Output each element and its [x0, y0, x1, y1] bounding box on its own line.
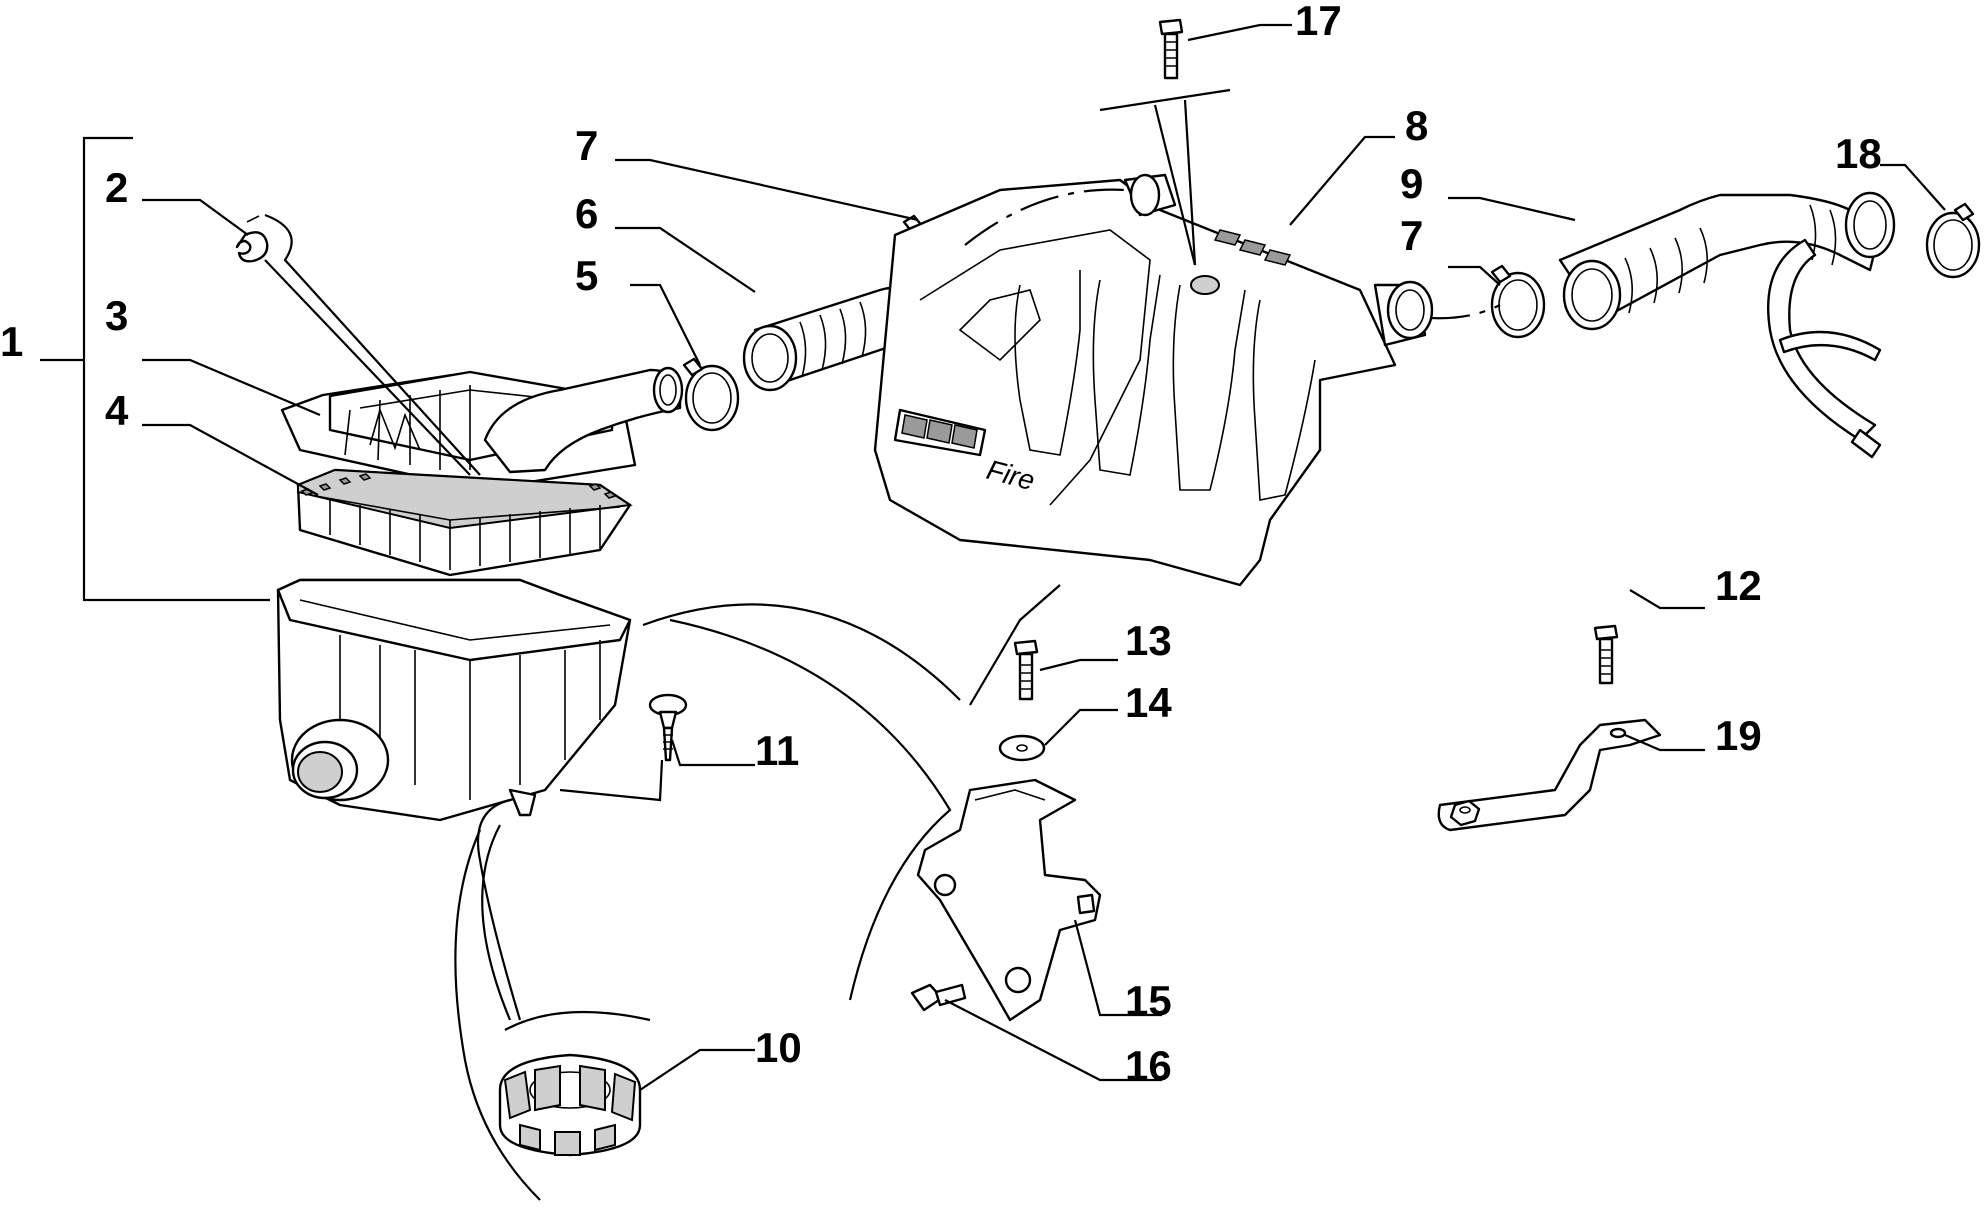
- bolt-12: [1593, 624, 1619, 685]
- callout-18: 18: [1835, 130, 1882, 177]
- engine-cover-part: Fire: [873, 173, 1434, 587]
- screw-11: [648, 693, 688, 762]
- intake-hose-9: [1558, 191, 1896, 459]
- bolt-13: [1013, 639, 1039, 701]
- filter-element-part: [296, 468, 633, 577]
- callout-7b: 7: [1400, 212, 1423, 259]
- rubber-mount-10: [498, 1053, 642, 1157]
- leader-lines: [142, 23, 1946, 1091]
- washer-14: [998, 734, 1046, 762]
- bolt-17: [1158, 18, 1184, 80]
- callout-2: 2: [105, 164, 128, 211]
- callout-12: 12: [1715, 562, 1762, 609]
- bracket-19: [1437, 718, 1662, 832]
- callout-6: 6: [575, 190, 598, 237]
- callout-16: 16: [1125, 1042, 1172, 1089]
- callout-17: 17: [1295, 0, 1342, 44]
- callout-10: 10: [755, 1024, 802, 1071]
- callout-1: 1: [0, 318, 23, 365]
- bolt-16: [910, 983, 967, 1012]
- callout-14: 14: [1125, 679, 1172, 726]
- callout-13: 13: [1125, 617, 1172, 664]
- callout-11: 11: [755, 727, 799, 774]
- bracket-15: [916, 778, 1102, 1022]
- callout-15: 15: [1125, 977, 1172, 1024]
- callout-7a: 7: [575, 122, 598, 169]
- hose-clamp-7-right: [1490, 264, 1546, 339]
- callout-4: 4: [105, 387, 129, 434]
- callout-19: 19: [1715, 712, 1762, 759]
- callout-8: 8: [1405, 102, 1428, 149]
- airbox-base-part: [276, 578, 632, 822]
- filter-cover-part: [280, 366, 684, 492]
- hose-clamp-5: [682, 357, 740, 432]
- clip-part: [235, 215, 269, 263]
- assembly-bracket: [40, 136, 270, 602]
- connection-lines: [264, 88, 1501, 1201]
- callout-5: 5: [575, 252, 598, 299]
- callout-9: 9: [1400, 160, 1423, 207]
- hose-clamp-18: [1925, 202, 1981, 279]
- callout-labels: 1 2 3 4 5 6 7 7 8 9 10 11 12 13 14 15 16…: [0, 0, 1882, 1089]
- callout-3: 3: [105, 292, 128, 339]
